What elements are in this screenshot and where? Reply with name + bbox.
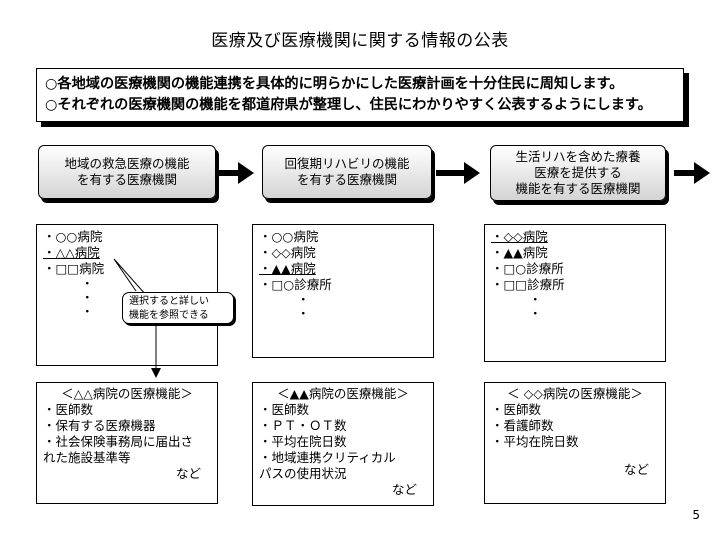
detail-item: ・社会保険事務局に届出さ [43,434,194,449]
detail-item: ・平均在院日数 [491,434,579,449]
banner-line-2: ○それぞれの医療機関の機能を都道府県が整理し、住民にわかりやすく公表するようにし… [45,97,652,113]
list-item-selected[interactable]: ・◇◇病院 [491,229,548,244]
ellipsis-dot: ・ [81,304,94,319]
detail-item: パスの使用状況 [259,466,347,481]
list-item[interactable]: ・▲▲病院 [491,245,548,260]
list-item[interactable]: ・◇◇病院 [259,245,316,260]
callout-text: 選択すると詳しい [129,296,209,307]
ellipsis-dot: ・ [529,292,542,307]
callout-pointer-icon [113,258,147,296]
ellipsis-dot: ・ [81,276,94,291]
detail-header: ＜ ◇◇病院の医療機能＞ [507,386,643,401]
page-title: 医療及び医療機関に関する情報の公表 [211,31,509,51]
detail-item: ・平均在院日数 [259,434,347,449]
detail-box-rehabilitation: ＜▲▲病院の医療機能＞ ・医師数 ・ＰＴ・ＯＴ数 ・平均在院日数 ・地域連携クリ… [252,382,434,506]
list-item[interactable]: ・□○診療所 [259,277,332,292]
phase-label: を有する医療機関 [76,172,177,187]
detail-etc: など [623,462,649,477]
phase-long-term-care: 生活リハを含めた療養 医療を提供する 機能を有する医療機関 [490,145,666,201]
detail-header: ＜△△病院の医療機能＞ [61,386,193,401]
ellipsis-dot: ・ [529,306,542,321]
hospital-list-long-term-care: ・◇◇病院 ・▲▲病院 ・□○診療所 ・□□診療所 ・ ・ [484,224,666,362]
detail-box-long-term-care: ＜ ◇◇病院の医療機能＞ ・医師数 ・看護師数 ・平均在院日数 など [484,382,666,504]
ellipsis-dot: ・ [81,290,94,305]
banner-line-1: ○各地域の医療機関の機能連携を具体的に明らかにした医療計画を十分住民に周知します… [45,76,624,92]
phase-rehabilitation: 回復期リハビリの機能 を有する医療機関 [262,145,432,199]
list-item[interactable]: ・○○病院 [43,229,103,244]
detail-etc: など [175,466,201,481]
phase-label: 回復期リハビリの機能 [284,156,410,171]
list-item[interactable]: ・○○病院 [259,229,319,244]
list-item-selected[interactable]: ・▲▲病院 [259,261,316,276]
phase-label: 医療を提供する [534,165,622,180]
page-number: 5 [692,508,700,522]
detail-item: ・医師数 [43,402,94,417]
callout-text: 機能を参照できる [129,310,209,321]
detail-box-emergency: ＜△△病院の医療機能＞ ・医師数 ・保有する医療機器 ・社会保険事務局に届出さ … [36,382,218,504]
detail-etc: など [391,482,417,497]
callout-tooltip: 選択すると詳しい 機能を参照できる [122,292,234,324]
detail-item: ・医師数 [259,402,310,417]
right-arrow-icon [218,162,254,184]
detail-item: ・地域連携クリティカル [259,450,396,465]
list-item[interactable]: ・□□診療所 [491,277,565,292]
down-arrow-icon [151,326,161,378]
summary-banner: ○各地域の医療機関の機能連携を具体的に明らかにした医療計画を十分住民に周知します… [36,68,684,122]
list-item[interactable]: ・□○診療所 [491,261,564,276]
phase-label: を有する医療機関 [296,172,397,187]
ellipsis-dot: ・ [297,292,310,307]
detail-header: ＜▲▲病院の医療機能＞ [277,386,409,401]
phase-label: 生活リハを含めた療養 [515,149,641,164]
right-arrow-icon [436,162,480,184]
phase-label: 機能を有する医療機関 [515,181,641,196]
detail-item: ・保有する医療機器 [43,418,156,433]
detail-item: ・看護師数 [491,418,554,433]
detail-item: ・ＰＴ・ＯＴ数 [259,418,347,433]
ellipsis-dot: ・ [297,306,310,321]
phase-label: 地域の救急医療の機能 [64,156,190,171]
right-arrow-icon [674,162,710,184]
list-item[interactable]: ・□□病院 [43,261,105,276]
phase-emergency: 地域の救急医療の機能 を有する医療機関 [38,145,216,199]
list-item-selected[interactable]: ・△△病院 [43,245,100,260]
hospital-list-rehabilitation: ・○○病院 ・◇◇病院 ・▲▲病院 ・□○診療所 ・ ・ [252,224,434,358]
detail-item: ・医師数 [491,402,542,417]
detail-item: れた施設基準等 [43,450,131,465]
